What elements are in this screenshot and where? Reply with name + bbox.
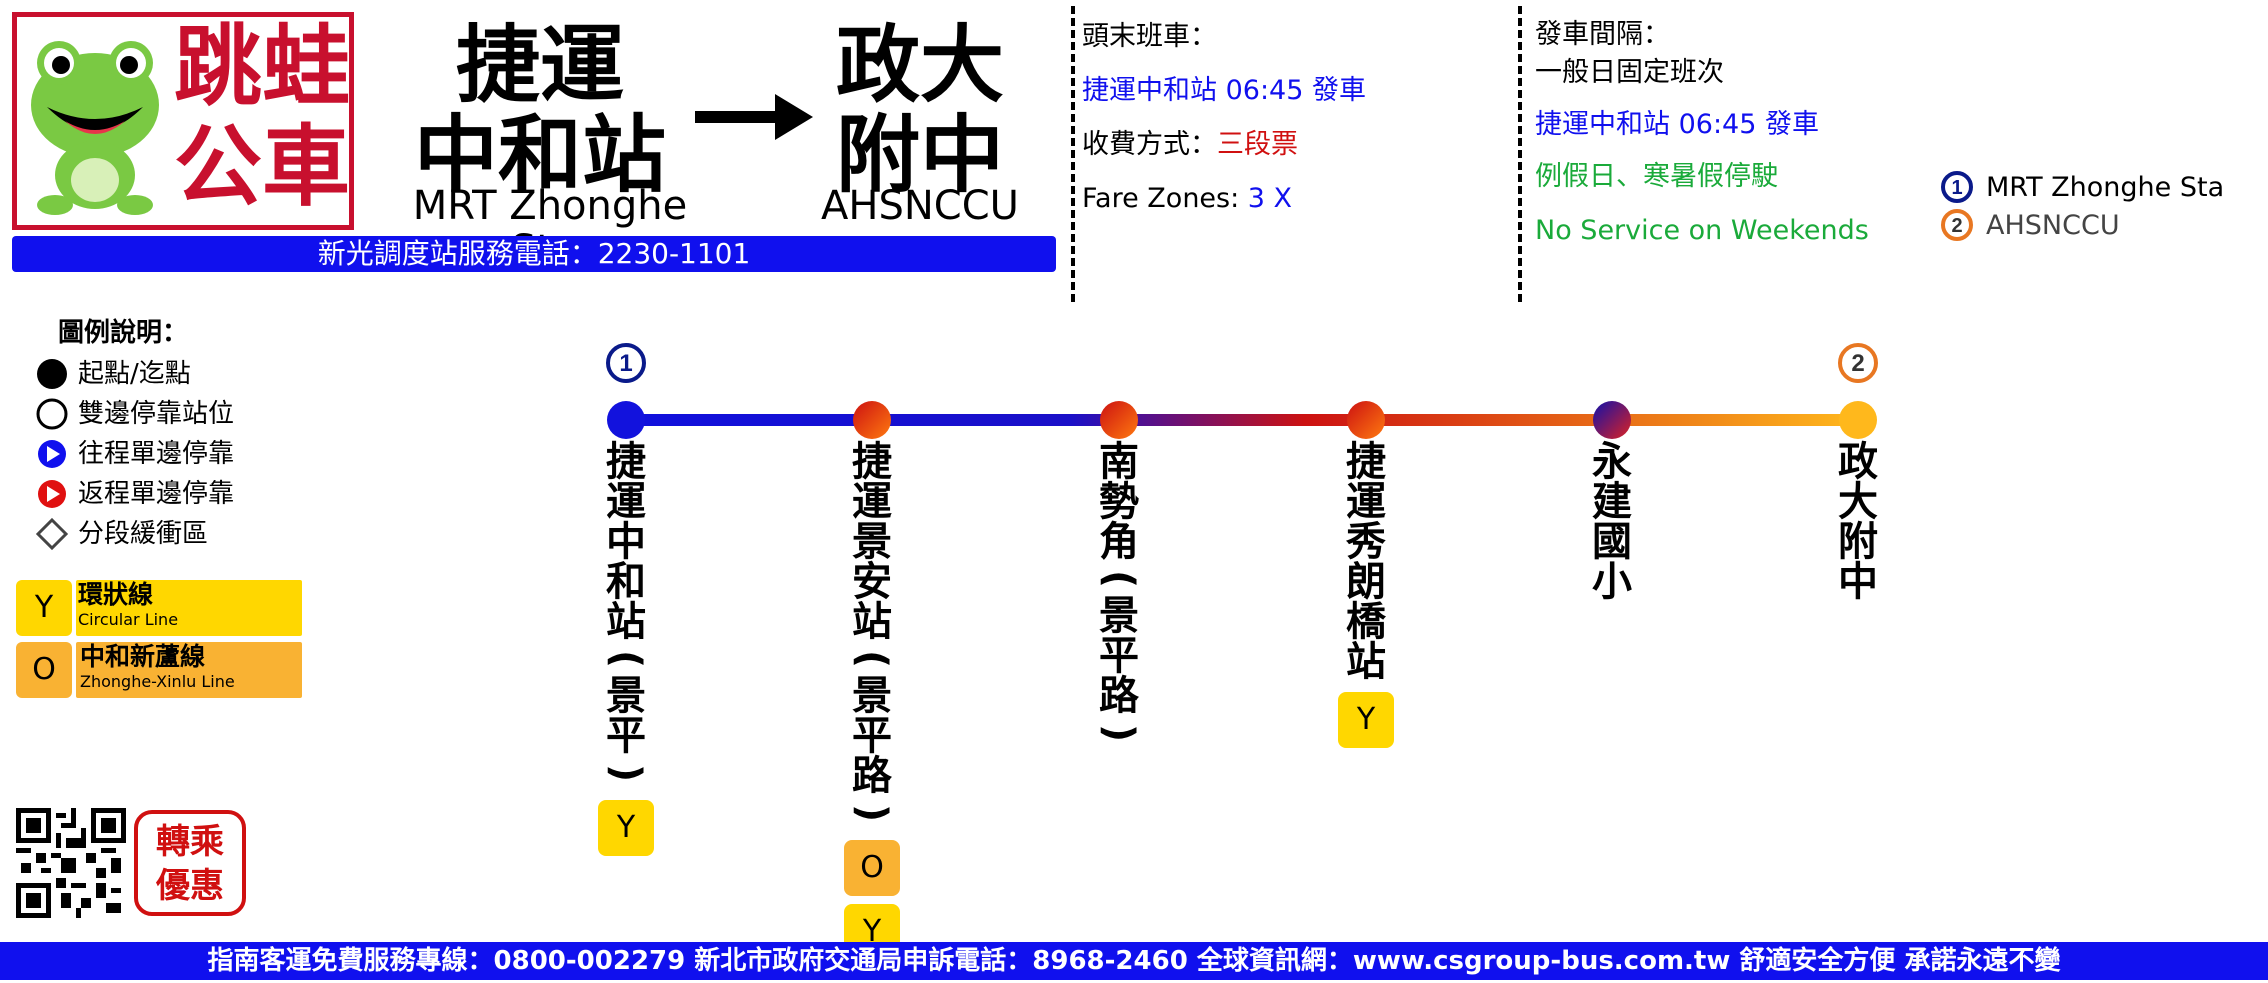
terminal-1-num: 1 bbox=[1951, 177, 1962, 199]
legend-item: 往程單邊停靠 bbox=[34, 434, 234, 474]
terminal-2-marker bbox=[1838, 343, 1878, 383]
fare-method: 收費方式：三段票 bbox=[1082, 128, 1298, 162]
line-y-badge: Y bbox=[16, 580, 72, 636]
route-track bbox=[626, 414, 1860, 426]
origin-line2: 中和站 bbox=[413, 106, 666, 204]
divider-dashed bbox=[1071, 6, 1075, 302]
footer-bar: 指南客運免費服務專線：0800-002279 新北市政府交通局申訴電話：8968… bbox=[0, 942, 2268, 980]
terminal-key: 1 MRT Zhonghe Sta 2 AHSNCCU bbox=[1940, 168, 2224, 244]
terminal-2-name: AHSNCCU bbox=[1986, 209, 2120, 241]
no-service-en: No Service on Weekends bbox=[1535, 215, 1869, 246]
red-arrow-circle-icon bbox=[38, 480, 66, 508]
terminal-key-1: 1 MRT Zhonghe Sta bbox=[1940, 168, 2224, 206]
qr-code-icon[interactable] bbox=[16, 808, 126, 918]
transfer-discount-badge[interactable]: 轉乘 優惠 bbox=[134, 810, 246, 916]
terminal-1-name: MRT Zhonghe Sta bbox=[1986, 171, 2225, 203]
stop-marker[interactable] bbox=[1593, 401, 1631, 439]
stop-name: 永建國小 bbox=[1592, 439, 1632, 605]
fare-zones: Fare Zones: 3 X bbox=[1082, 182, 1292, 216]
origin-name-zh: 捷運 中和站 bbox=[390, 20, 690, 200]
line-y-transfer-badge: Y bbox=[598, 800, 654, 856]
line-o-name-zh: 中和新蘆線 bbox=[80, 642, 206, 671]
interval-label: 發車間隔： bbox=[1535, 19, 1670, 50]
destination-line1: 政大 bbox=[835, 16, 1004, 114]
line-y-name-zh: 環狀線 bbox=[78, 580, 154, 609]
diamond-icon bbox=[35, 517, 69, 551]
stop-name: 捷運景安站(景平路) bbox=[849, 439, 895, 823]
stop-marker[interactable] bbox=[607, 401, 645, 439]
fare-zones-value: 3 X bbox=[1247, 183, 1293, 214]
legend-item-label: 分段緩衝區 bbox=[78, 519, 209, 549]
destination-name-en: AHSNCCU bbox=[821, 183, 1019, 229]
fare-value: 三段票 bbox=[1217, 129, 1298, 160]
line-o-label: 中和新蘆線 Zhonghe-Xinlu Line bbox=[76, 642, 302, 698]
terminal-2-num: 2 bbox=[1951, 215, 1962, 237]
legend-title: 圖例說明： bbox=[58, 318, 189, 348]
legend-item: 返程單邊停靠 bbox=[34, 474, 234, 514]
terminal-1-icon: 1 bbox=[1941, 171, 1973, 203]
filled-circle-icon bbox=[37, 359, 67, 389]
terminal-1-marker bbox=[606, 343, 646, 383]
line-y-label: 環狀線 Circular Line bbox=[76, 580, 302, 636]
stop-marker[interactable] bbox=[1100, 401, 1138, 439]
stop-marker[interactable] bbox=[853, 401, 891, 439]
stop-name: 政大附中 bbox=[1838, 439, 1878, 605]
arrow-right-icon bbox=[695, 94, 813, 140]
destination-name-zh: 政大 附中 bbox=[820, 20, 1020, 200]
legend-item-label: 起點/迄點 bbox=[78, 359, 191, 389]
transfer-badge-line2: 優惠 bbox=[156, 866, 224, 906]
line-y-transfer-badge: Y bbox=[1338, 692, 1394, 748]
stop-name: 捷運秀朗橋站 bbox=[1346, 439, 1386, 685]
line-y-name-en: Circular Line bbox=[78, 610, 179, 629]
destination-line2: 附中 bbox=[835, 106, 1004, 204]
stop-marker[interactable] bbox=[1347, 401, 1385, 439]
interval-weekday: 一般日固定班次 bbox=[1535, 57, 1724, 88]
dispatch-hotline-bar: 新光調度站服務電話：2230-1101 bbox=[12, 236, 1056, 272]
terminal-2-label: 2 bbox=[1851, 350, 1864, 377]
first-last-label: 頭末班車： bbox=[1082, 21, 1217, 52]
line-o-name-en: Zhonghe-Xinlu Line bbox=[80, 672, 235, 691]
stop-name: 南勢角(景平路) bbox=[1096, 439, 1142, 743]
no-service-zh: 例假日、寒暑假停駛 bbox=[1535, 161, 1778, 192]
divider-dashed bbox=[1518, 6, 1522, 302]
hollow-circle-icon bbox=[36, 398, 68, 430]
stop-name: 捷運中和站(景平) bbox=[603, 439, 649, 783]
legend-item: 起點/迄點 bbox=[34, 354, 234, 394]
terminal-2-icon: 2 bbox=[1941, 209, 1973, 241]
origin-line1: 捷運 bbox=[455, 16, 624, 114]
fare-zones-label: Fare Zones: bbox=[1082, 183, 1248, 214]
line-o-transfer-badge: O bbox=[844, 840, 900, 896]
transfer-badge-line1: 轉乘 bbox=[156, 822, 224, 862]
interval-value: 捷運中和站 06:45 發車 bbox=[1535, 109, 1819, 140]
legend-item-label: 返程單邊停靠 bbox=[78, 479, 235, 509]
stop-marker[interactable] bbox=[1839, 401, 1877, 439]
legend-list: 起點/迄點 雙邊停靠站位 往程單邊停靠 返程單邊停靠 分段緩衝區 bbox=[34, 354, 234, 554]
legend-item: 雙邊停靠站位 bbox=[34, 394, 234, 434]
fare-label: 收費方式： bbox=[1082, 129, 1217, 160]
terminal-key-2: 2 AHSNCCU bbox=[1940, 206, 2224, 244]
legend-item-label: 往程單邊停靠 bbox=[78, 439, 235, 469]
line-o-badge: O bbox=[16, 642, 72, 698]
terminal-1-label: 1 bbox=[619, 350, 632, 377]
legend-item-label: 雙邊停靠站位 bbox=[78, 399, 235, 429]
logo: 跳蛙公車 bbox=[12, 12, 354, 230]
logo-brand-text: 跳蛙公車 bbox=[173, 15, 350, 218]
blue-arrow-circle-icon bbox=[38, 440, 66, 468]
first-last-value: 捷運中和站 06:45 發車 bbox=[1082, 75, 1366, 106]
legend-item: 分段緩衝區 bbox=[34, 514, 234, 554]
frog-mascot-icon bbox=[31, 41, 159, 215]
